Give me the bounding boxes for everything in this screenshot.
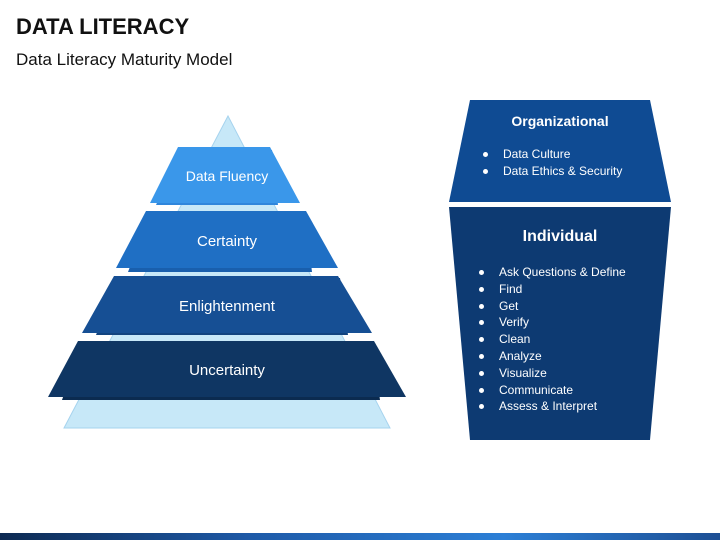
tier-label: Enlightenment bbox=[179, 298, 276, 315]
list-item: Assess & Interpret bbox=[477, 399, 626, 416]
list-item: Data Ethics & Security bbox=[481, 164, 622, 181]
list-item: Communicate bbox=[477, 383, 626, 400]
list-item: Ask Questions & Define bbox=[477, 265, 626, 282]
footer-accent-bar bbox=[0, 533, 720, 540]
individual-list: Ask Questions & Define Find Get Verify C… bbox=[477, 265, 626, 416]
pyramid-tier-certainty: Certainty bbox=[116, 211, 338, 272]
pyramid-tier-uncertainty: Uncertainty bbox=[48, 341, 406, 400]
individual-heading: Individual bbox=[522, 228, 598, 245]
tier-label: Uncertainty bbox=[189, 362, 265, 379]
pyramid-tier-enlightenment: Enlightenment bbox=[82, 276, 372, 335]
page-subtitle: Data Literacy Maturity Model bbox=[16, 50, 233, 69]
list-item: Analyze bbox=[477, 349, 626, 366]
organizational-list: Data Culture Data Ethics & Security bbox=[481, 147, 622, 181]
list-item: Verify bbox=[477, 315, 626, 332]
organizational-panel bbox=[449, 100, 671, 202]
individual-panel-body bbox=[470, 207, 650, 440]
list-item: Data Culture bbox=[481, 147, 622, 164]
pyramid-tier-data-fluency: Data Fluency bbox=[150, 147, 300, 205]
list-item: Visualize bbox=[477, 366, 626, 383]
organizational-heading: Organizational bbox=[511, 113, 609, 129]
list-item: Get bbox=[477, 299, 626, 316]
tier-label: Data Fluency bbox=[186, 168, 268, 184]
list-item: Find bbox=[477, 282, 626, 299]
list-item: Clean bbox=[477, 332, 626, 349]
page-title: DATA LITERACY bbox=[16, 14, 190, 39]
tier-label: Certainty bbox=[197, 233, 258, 250]
